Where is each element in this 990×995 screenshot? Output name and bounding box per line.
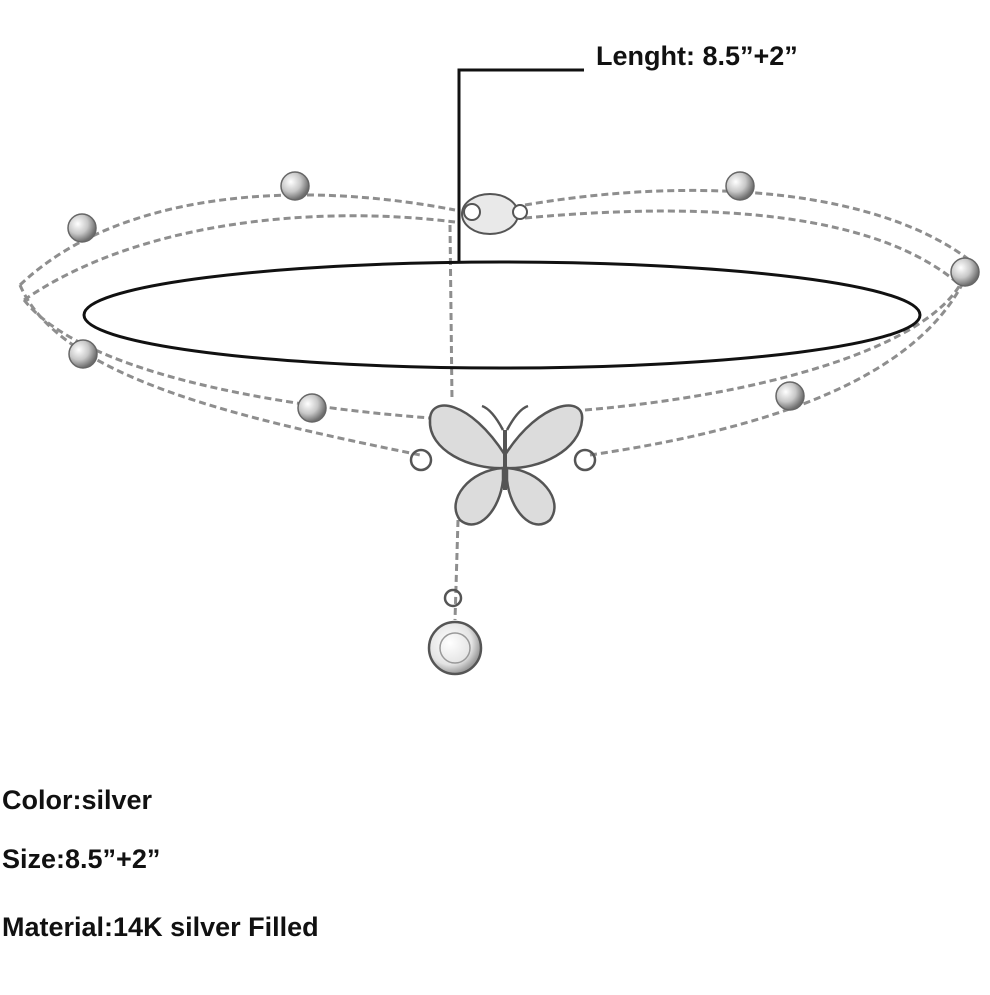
bead xyxy=(67,213,97,243)
chain-strand-outer-top xyxy=(18,188,973,287)
bead xyxy=(297,393,327,423)
bead xyxy=(775,381,805,411)
chain-strand-inner-bottom xyxy=(22,284,962,420)
length-callout xyxy=(82,68,922,370)
beads xyxy=(67,171,980,423)
bead xyxy=(725,171,755,201)
chain-strand-outer-bottom xyxy=(18,261,974,457)
round-crystal-icon xyxy=(427,588,483,676)
bead xyxy=(950,257,980,287)
extender-chain xyxy=(448,224,460,621)
length-label: Lenght: 8.5”+2” xyxy=(596,41,798,71)
spec-size: Size:8.5”+2” xyxy=(2,844,161,874)
spec-material: Material:14K silver Filled xyxy=(2,912,319,942)
chain-strand-inner-top xyxy=(23,209,961,302)
ankle-ring xyxy=(82,260,922,370)
chain-strands xyxy=(18,188,974,621)
bead xyxy=(68,339,98,369)
callout-leader-line xyxy=(457,68,584,262)
butterfly-icon xyxy=(409,404,597,526)
lobster-clasp xyxy=(461,193,528,235)
spec-color: Color:silver xyxy=(2,785,153,815)
bead xyxy=(280,171,310,201)
